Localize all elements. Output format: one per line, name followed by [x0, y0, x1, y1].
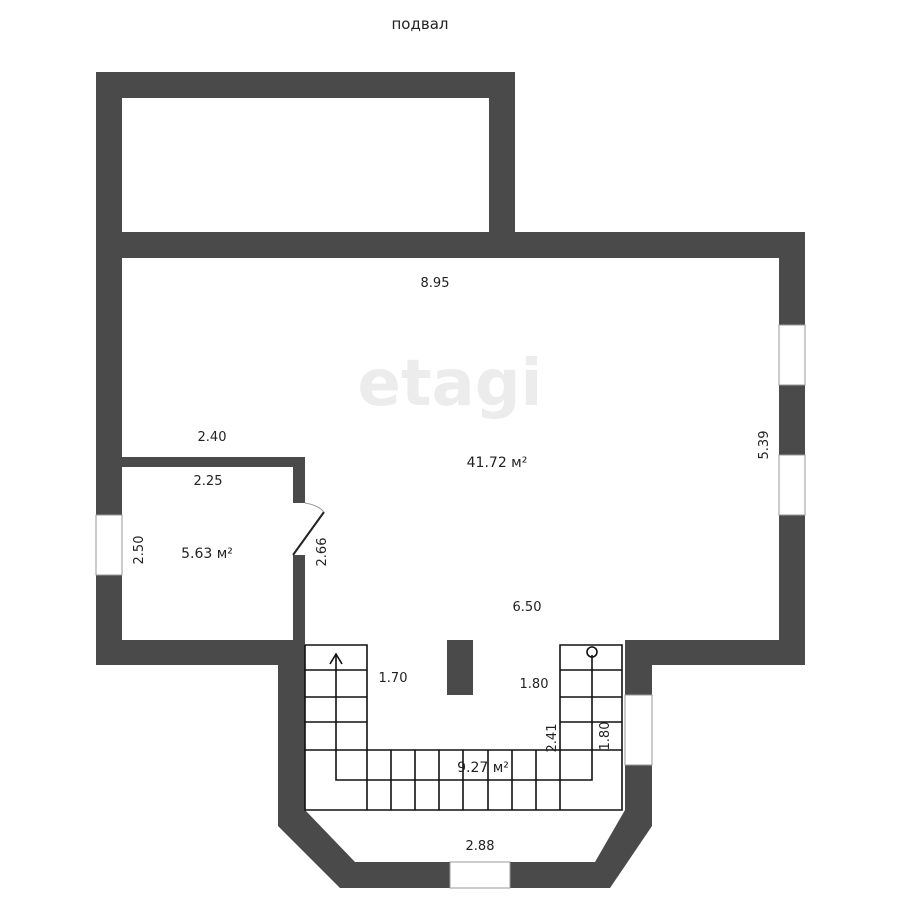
watermark-logo: etagi [358, 347, 543, 421]
window [95, 514, 123, 576]
labels: 8.95 41.72 м² 5.39 6.50 2.40 2.25 5.63 м… [132, 276, 772, 854]
staircase [304, 644, 623, 811]
dim-small-right: 2.66 [315, 538, 330, 567]
dim-small-top-inner: 2.25 [194, 474, 223, 489]
area-main-room: 41.72 м² [467, 455, 528, 471]
window [624, 694, 653, 766]
window [778, 454, 806, 516]
dim-stair-vertical-b: 1.80 [598, 722, 613, 751]
area-stair-hall: 9.27 м² [457, 760, 509, 776]
dim-main-height: 5.39 [757, 431, 772, 460]
windows [95, 324, 806, 889]
window [778, 324, 806, 386]
dim-main-width: 8.95 [421, 276, 450, 291]
dim-main-bottom: 6.50 [513, 600, 542, 615]
dim-stair-left: 1.70 [379, 671, 408, 686]
arrow-up-icon [329, 652, 343, 665]
dim-small-top-outer: 2.40 [198, 430, 227, 445]
dim-stair-vertical-a: 2.41 [545, 724, 560, 753]
stair-start-icon [586, 646, 598, 658]
floor-title: подвал [392, 15, 449, 33]
window [449, 861, 511, 889]
dim-bay-bottom: 2.88 [466, 839, 495, 854]
dim-small-left: 2.50 [132, 536, 147, 565]
area-small-room: 5.63 м² [181, 546, 233, 562]
door [292, 502, 325, 556]
dim-stair-right: 1.80 [520, 677, 549, 692]
